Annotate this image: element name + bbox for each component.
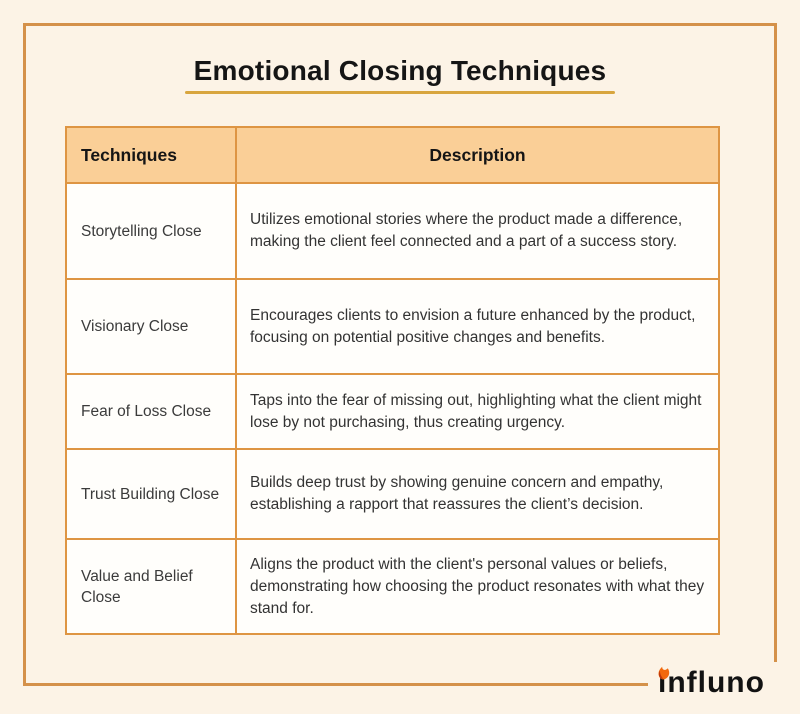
description-cell: Utilizes emotional stories where the pro… <box>235 182 720 280</box>
description-cell: Encourages clients to envision a future … <box>235 278 720 375</box>
column-header-description: Description <box>235 126 720 184</box>
table-row: Storytelling Close Utilizes emotional st… <box>65 182 720 280</box>
description-cell: Builds deep trust by showing genuine con… <box>235 448 720 540</box>
table-row: Visionary Close Encourages clients to en… <box>65 278 720 375</box>
technique-cell: Trust Building Close <box>65 448 237 540</box>
description-cell: Taps into the fear of missing out, highl… <box>235 373 720 450</box>
title-underline <box>185 91 615 94</box>
technique-cell: Storytelling Close <box>65 182 237 280</box>
frame-border-left <box>23 23 26 686</box>
description-cell: Aligns the product with the client's per… <box>235 538 720 635</box>
techniques-table: Techniques Description Storytelling Clos… <box>65 126 720 635</box>
frame-border-right <box>774 23 777 662</box>
table-row: Value and Belief Close Aligns the produc… <box>65 538 720 635</box>
flame-icon <box>656 661 672 681</box>
page-title: Emotional Closing Techniques <box>193 55 607 86</box>
technique-cell: Value and Belief Close <box>65 538 237 635</box>
column-header-techniques: Techniques <box>65 126 237 184</box>
header-row: Techniques Description <box>65 126 720 184</box>
table-row: Trust Building Close Builds deep trust b… <box>65 448 720 540</box>
frame-border-bottom <box>23 683 648 686</box>
influno-logo: influno <box>658 666 765 702</box>
table-row: Fear of Loss Close Taps into the fear of… <box>65 373 720 450</box>
technique-cell: Visionary Close <box>65 278 237 375</box>
technique-cell: Fear of Loss Close <box>65 373 237 450</box>
frame-border-top <box>23 23 777 26</box>
logo-text: influno <box>658 666 765 699</box>
